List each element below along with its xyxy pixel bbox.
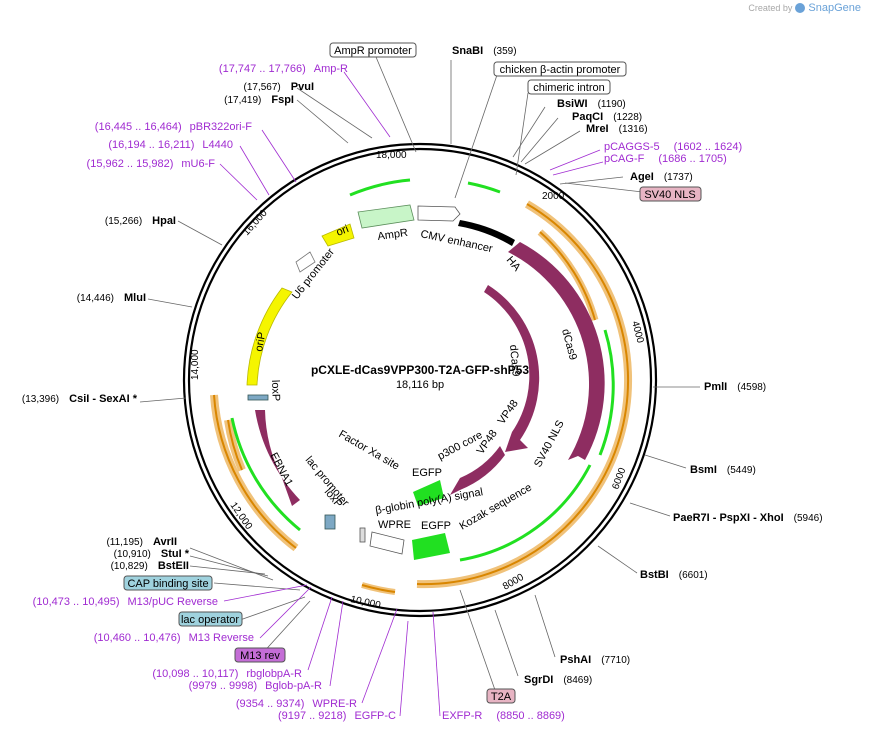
primer-pcaggs-5: pCAGGS-5(1602 .. 1624)	[604, 141, 742, 153]
snapgene-brand: Created by SnapGene	[748, 2, 861, 14]
primer-m13-puc-reverse: (10,473 .. 10,495)M13/pUC Reverse	[33, 596, 218, 608]
box-cap-binding-site: CAP binding site	[127, 578, 208, 590]
boxed-labels: AmpR promoter chicken β-actin promoter c…	[123, 42, 702, 704]
box-chimeric-intron: chimeric intron	[533, 82, 605, 94]
egfp-arrow-1	[413, 480, 444, 506]
ori-arrow	[321, 223, 355, 247]
site-sgrdi: SgrDI(8469)	[524, 674, 592, 686]
site-bsiwi: BsiWI(1190)	[557, 98, 626, 110]
label-u6-promoter: U6 promoter	[290, 246, 337, 302]
primer-pcag-f: pCAG-F(1686 .. 1705)	[604, 153, 727, 165]
site-paer7i: PaeR7I - PspXI - XhoI(5946)	[673, 512, 823, 524]
loxp-box	[324, 514, 336, 530]
label-egfp-2: EGFP	[421, 520, 451, 532]
orf-arcs	[210, 178, 633, 595]
primer-exfp-r: EXFP-R(8850 .. 8869)	[442, 710, 565, 722]
site-fspi: (17,419)FspI	[224, 94, 294, 106]
primer-amp-r: (17,747 .. 17,766)Amp-R	[219, 63, 348, 75]
site-pvui: (17,567)PvuI	[244, 81, 314, 93]
site-bstbi: BstBI(6601)	[640, 569, 708, 581]
label-ampr: AmpR	[377, 227, 409, 243]
tick-14000: 14,000	[190, 349, 201, 380]
site-bsteii: (10,829)BstEII	[111, 560, 189, 572]
label-sv40-nls: SV40 NLS	[532, 418, 567, 469]
box-t2a: T2A	[491, 691, 512, 703]
primer-l4440: (16,194 .. 16,211)L4440	[108, 139, 233, 151]
label-orip: oriP	[253, 331, 268, 352]
box-m13-rev: M13 rev	[240, 650, 280, 662]
orip-arrow	[246, 287, 293, 386]
site-csii: (13,396)CsiI - SexAI *	[22, 393, 138, 405]
site-stui: (10,910)StuI *	[114, 548, 190, 560]
factor-xa-box	[359, 527, 366, 543]
site-snabi: SnaBI(359)	[452, 45, 517, 57]
brand-prefix: Created by	[748, 3, 793, 13]
box-sv40-nls: SV40 NLS	[644, 189, 695, 201]
tick-2000: 2000	[542, 191, 565, 202]
snapgene-logo-icon	[795, 3, 806, 13]
label-factor-xa-site: Factor Xa site	[337, 428, 402, 472]
site-mrei: MreI(1316)	[586, 123, 648, 135]
label-dcas9-inner: dCas9	[507, 344, 522, 377]
plasmid-name: pCXLE-dCas9VPP300-T2A-GFP-shP53	[311, 363, 529, 377]
primer-bglob-pa-r: (9979 .. 9998)Bglob-pA-R	[189, 680, 322, 692]
features	[246, 204, 605, 560]
label-vp48-1: VP48	[496, 398, 521, 427]
loxp-box-2	[247, 394, 269, 401]
tick-18000: 18,000	[376, 150, 407, 161]
restriction-sites: SnaBI(359) BsiWI(1190) PaqCI(1228) MreI(…	[22, 45, 823, 686]
leader-lines	[139, 56, 700, 691]
backbone-outer	[182, 142, 658, 618]
primer-m13-reverse: (10,460 .. 10,476)M13 Reverse	[94, 632, 254, 644]
primer-egfp-c: (9197 .. 9218)EGFP-C	[278, 710, 396, 722]
label-ori: ori	[335, 223, 351, 239]
primer-lines	[219, 71, 604, 717]
cmv-enhancer-arrow	[417, 205, 461, 222]
label-loxp-left: loxP	[269, 380, 282, 402]
wpre-arrow	[369, 531, 405, 555]
plasmid-length: 18,116 bp	[396, 379, 444, 391]
brand-name: SnapGene	[808, 2, 861, 14]
p300-arrow	[450, 446, 505, 495]
site-agei: AgeI(1737)	[630, 171, 693, 183]
label-wpre: WPRE	[378, 519, 411, 531]
tick-8000: 8000	[501, 572, 526, 593]
ebna1-arrow	[255, 410, 300, 506]
label-dcas9-outer: dCas9	[559, 328, 579, 362]
site-mlui: (14,446)MluI	[77, 292, 146, 304]
label-ebna1: EBNA1	[267, 451, 295, 488]
backbone-inner	[187, 147, 653, 613]
u6-promoter-arrow	[295, 251, 316, 273]
primer-wpre-r: (9354 .. 9374)WPRE-R	[236, 698, 357, 710]
box-ampr-promoter: AmpR promoter	[334, 45, 412, 57]
egfp-arrow-2	[412, 533, 450, 560]
box-lac-operator: lac operator	[181, 614, 239, 626]
dcas9-outer-arrow	[508, 242, 605, 460]
site-bsmi: BsmI(5449)	[690, 464, 756, 476]
primer-mu6-f: (15,962 .. 15,982)mU6-F	[87, 158, 216, 170]
site-pmli: PmlI(4598)	[704, 381, 766, 393]
primer-rbglobpa-r: (10,098 .. 10,117)rbglobpA-R	[152, 668, 302, 680]
site-hpai: (15,266)HpaI	[105, 215, 176, 227]
dcas9-inner-arrow	[484, 285, 540, 452]
primer-labels: (17,747 .. 17,766)Amp-R (16,445 .. 16,46…	[33, 63, 742, 722]
ampr-arrow	[357, 204, 415, 229]
label-egfp-1: EGFP	[412, 467, 442, 479]
box-chicken-actin-promoter: chicken β-actin promoter	[500, 64, 621, 76]
tick-6000: 6000	[610, 466, 628, 491]
primer-pbr322ori-f: (16,445 .. 16,464)pBR322ori-F	[95, 121, 252, 133]
site-pshai: PshAI(7710)	[560, 654, 630, 666]
site-paqci: PaqCI(1228)	[572, 111, 642, 123]
site-avrii: (11,195)AvrII	[106, 536, 177, 548]
